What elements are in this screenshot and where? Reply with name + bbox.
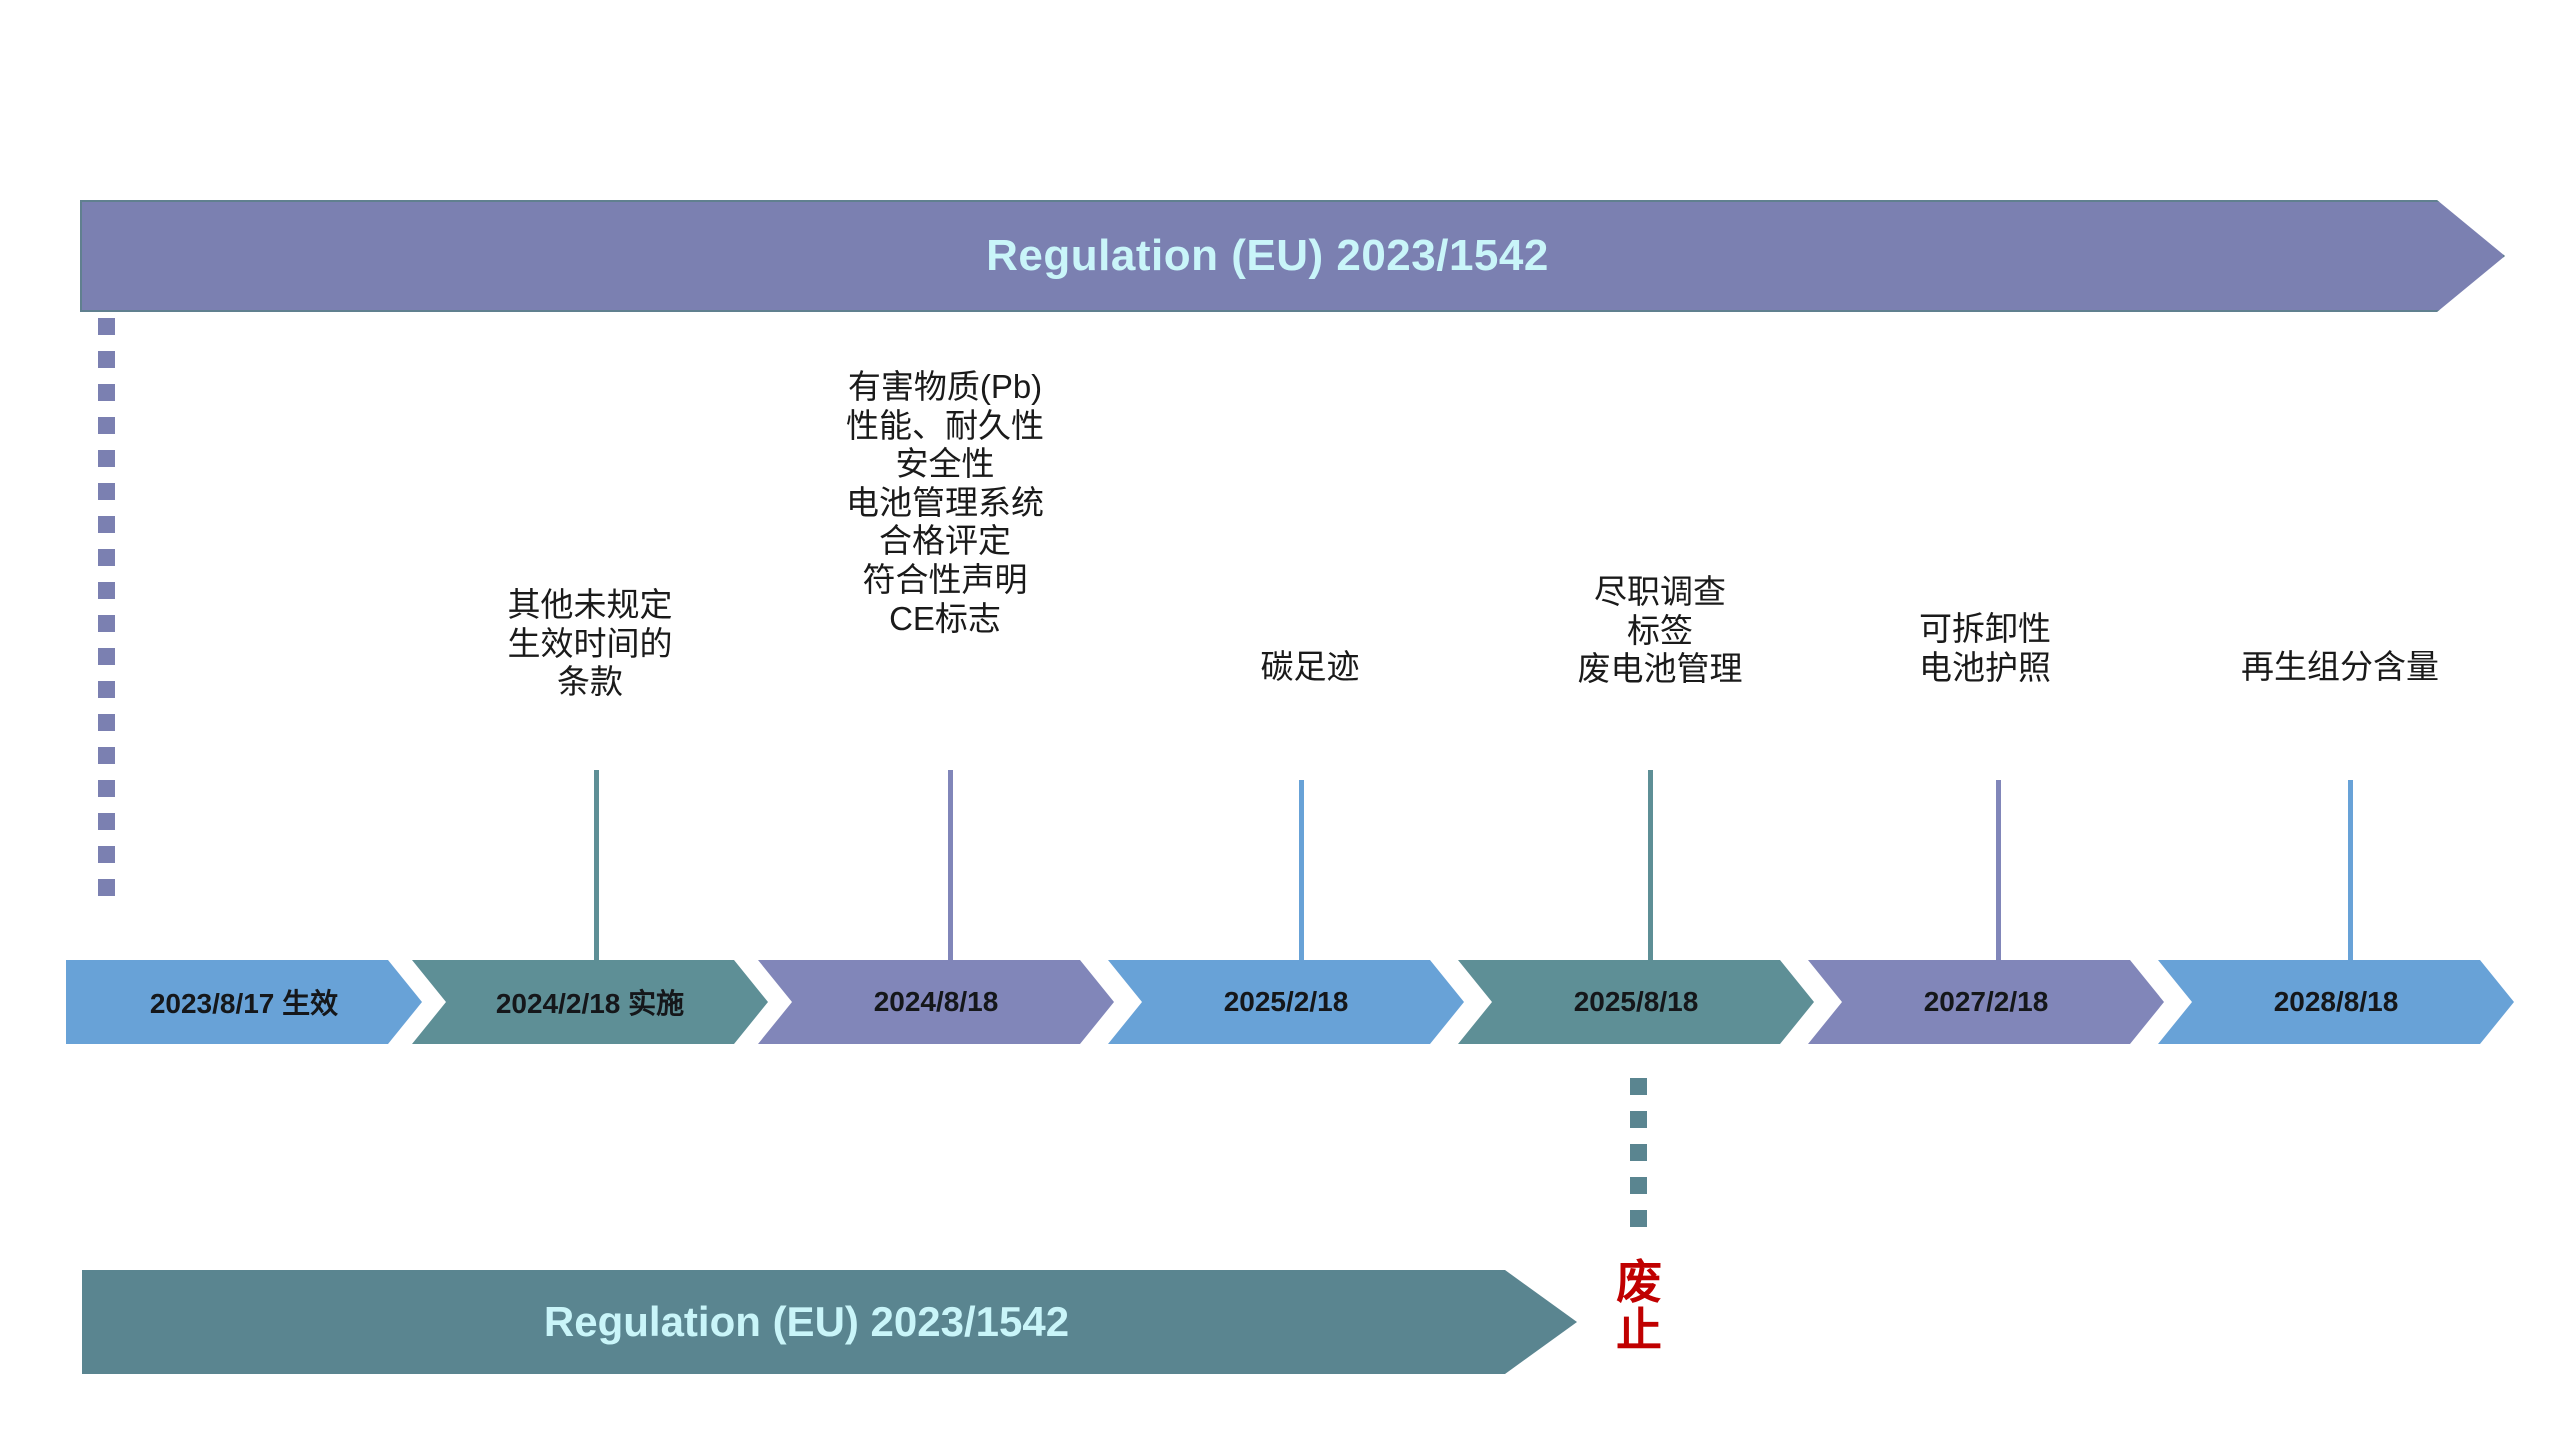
milestone-note-6: 再生组分含量: [2241, 648, 2439, 685]
dash-segment: [98, 813, 115, 830]
milestone-note-1: 其他未规定 生效时间的 条款: [507, 586, 673, 701]
dash-segment: [98, 879, 115, 896]
dash-segment: [1630, 1210, 1647, 1227]
stem-2024-02-18: [594, 770, 599, 962]
footer-regulation-arrow: Regulation (EU) 2023/1542: [82, 1270, 1577, 1374]
milestone-date: 2024/2/18 实施: [495, 988, 685, 1019]
milestone-chevron-2024-08-18[interactable]: 2024/8/18: [758, 960, 1114, 1044]
milestone-chevron-2027-02-18[interactable]: 2027/2/18: [1808, 960, 2164, 1044]
dash-segment: [98, 450, 115, 467]
repeal-label: 废 止: [1596, 1258, 1682, 1355]
dash-segment: [98, 714, 115, 731]
milestone-chevron-2023-08-17[interactable]: 2023/8/17 生效: [66, 960, 422, 1044]
dash-segment: [1630, 1177, 1647, 1194]
stem-2027-02-18: [1996, 780, 2001, 962]
repeal-char-1: 废: [1616, 1256, 1662, 1308]
dash-segment: [98, 483, 115, 500]
stem-2028-08-18: [2348, 780, 2353, 962]
stem-2024-08-18: [948, 770, 953, 962]
milestone-date: 2025/2/18: [1223, 986, 1349, 1017]
dash-segment: [98, 384, 115, 401]
dash-segment: [98, 780, 115, 797]
milestone-note-4: 尽职调查 标签 废电池管理: [1577, 573, 1743, 688]
milestone-date: 2025/8/18: [1573, 986, 1699, 1017]
dash-segment: [1630, 1078, 1647, 1095]
dash-segment: [98, 516, 115, 533]
dash-segment: [1630, 1111, 1647, 1128]
dash-segment: [1630, 1144, 1647, 1161]
milestone-date: 2024/8/18: [873, 986, 999, 1017]
header-regulation-arrow: Regulation (EU) 2023/1542: [80, 200, 2505, 312]
milestone-date: 2027/2/18: [1923, 986, 2049, 1017]
dashed-connector-start: [98, 318, 115, 912]
milestone-note-3: 碳足迹: [1260, 648, 1360, 685]
dash-segment: [98, 417, 115, 434]
repeal-char-2: 止: [1616, 1304, 1662, 1357]
milestone-chevron-2028-08-18[interactable]: 2028/8/18: [2158, 960, 2514, 1044]
dashed-connector-repeal: [1630, 1078, 1647, 1243]
dash-segment: [98, 549, 115, 566]
dash-segment: [98, 582, 115, 599]
milestone-chevron-2025-08-18[interactable]: 2025/8/18: [1458, 960, 1814, 1044]
dash-segment: [98, 648, 115, 665]
footer-title: Regulation (EU) 2023/1542: [543, 1298, 1070, 1345]
dash-segment: [98, 846, 115, 863]
milestone-chevron-2024-02-18[interactable]: 2024/2/18 实施: [412, 960, 768, 1044]
stem-2025-02-18: [1299, 780, 1304, 962]
milestone-date: 2028/8/18: [2273, 986, 2399, 1017]
dash-segment: [98, 318, 115, 335]
dash-segment: [98, 681, 115, 698]
milestone-note-2: 有害物质(Pb) 性能、耐久性 安全性 电池管理系统 合格评定 符合性声明 CE…: [846, 368, 1044, 637]
milestone-date: 2023/8/17 生效: [149, 988, 339, 1019]
dash-segment: [98, 351, 115, 368]
header-title: Regulation (EU) 2023/1542: [986, 231, 1549, 280]
dash-segment: [98, 747, 115, 764]
dash-segment: [98, 615, 115, 632]
milestone-note-5: 可拆卸性 电池护照: [1919, 610, 2051, 686]
milestone-chevron-2025-02-18[interactable]: 2025/2/18: [1108, 960, 1464, 1044]
stem-2025-08-18: [1648, 770, 1653, 962]
